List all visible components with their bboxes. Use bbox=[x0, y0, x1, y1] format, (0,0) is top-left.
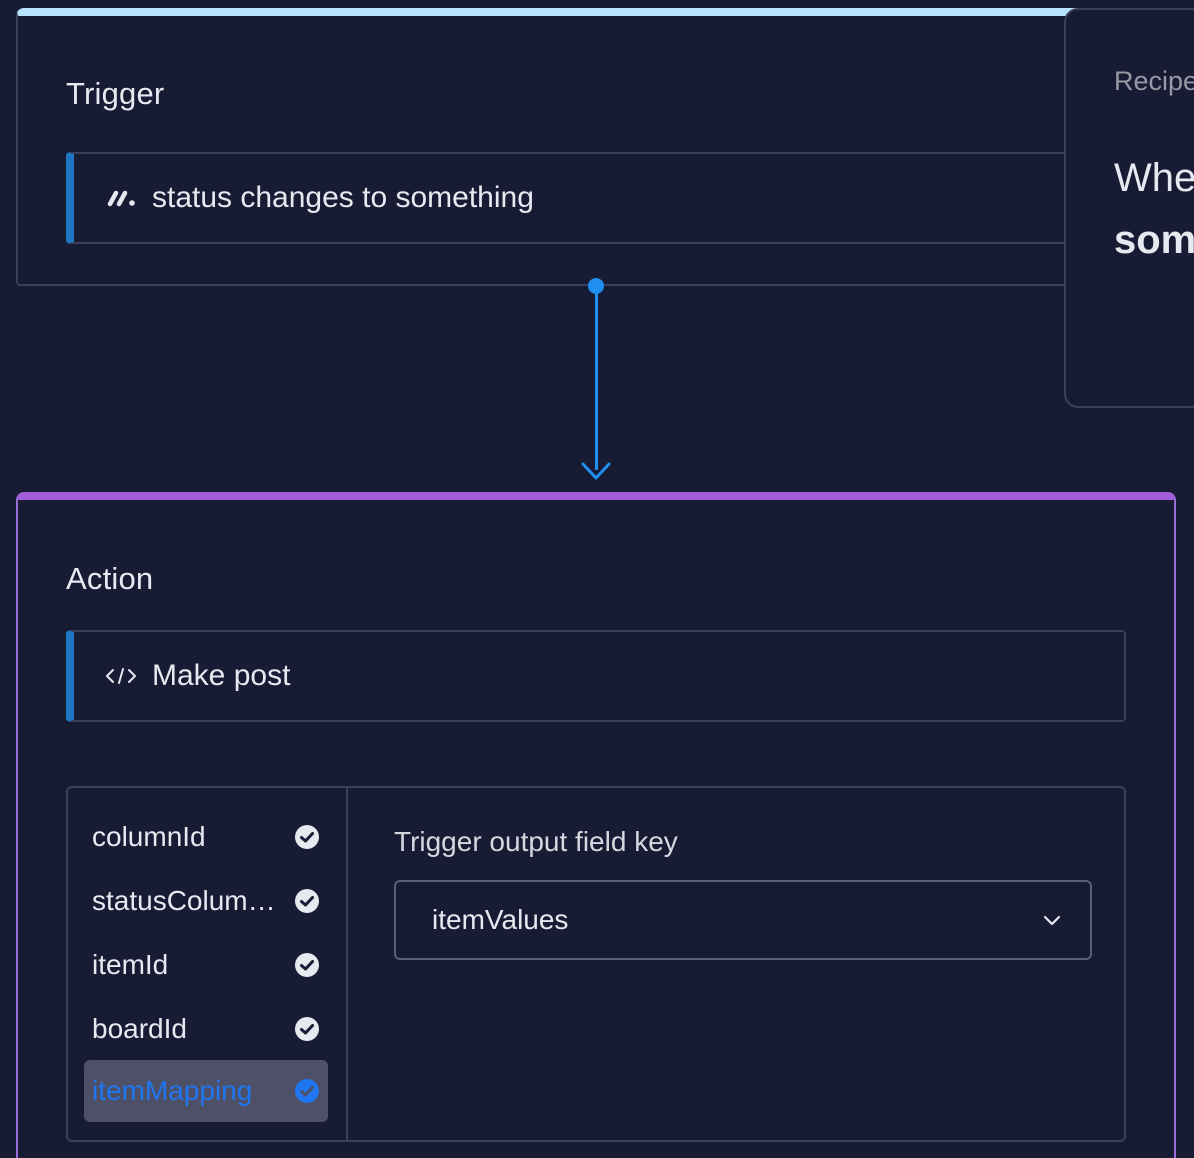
trigger-title: Trigger bbox=[66, 76, 165, 111]
code-icon bbox=[104, 659, 138, 693]
trigger-output-field-key-label: Trigger output field key bbox=[394, 826, 678, 857]
field-item-boardid[interactable]: boardId bbox=[84, 998, 328, 1060]
trigger-card[interactable]: Trigger status changes to something bbox=[16, 8, 1126, 286]
field-detail: Trigger output field key itemValues bbox=[346, 788, 1124, 1140]
recipe-card: Recipe When something bbox=[1064, 8, 1194, 408]
check-circle-icon bbox=[295, 953, 319, 977]
check-circle-icon bbox=[295, 1017, 319, 1041]
action-title: Action bbox=[66, 561, 154, 596]
trigger-selector-text: status changes to something bbox=[152, 181, 534, 214]
check-circle-icon bbox=[295, 825, 319, 849]
connector-line bbox=[595, 290, 598, 470]
check-circle-icon bbox=[295, 889, 319, 913]
field-item-columnid[interactable]: columnId bbox=[84, 806, 328, 868]
field-label: itemId bbox=[92, 949, 169, 980]
action-selector-text: Make post bbox=[152, 659, 291, 692]
field-label: boardId bbox=[92, 1013, 187, 1044]
field-label: statusColumnValue bbox=[92, 885, 288, 916]
field-list: columnId statusColumnValue itemId bbox=[68, 788, 348, 1140]
field-mapping-panel: columnId statusColumnValue itemId bbox=[66, 786, 1126, 1142]
action-card[interactable]: Action Make post columnId bbox=[16, 492, 1176, 1158]
arrow-down-icon bbox=[581, 462, 611, 480]
field-item-itemid[interactable]: itemId bbox=[84, 934, 328, 996]
trigger-output-field-select[interactable]: itemValues bbox=[394, 880, 1092, 960]
field-label: itemMapping bbox=[92, 1075, 253, 1106]
field-label: columnId bbox=[92, 821, 206, 852]
field-item-statuscolumnvalue[interactable]: statusColumnValue bbox=[84, 870, 328, 932]
connector-dot bbox=[588, 278, 604, 294]
recipe-sentence-line1: When bbox=[1114, 156, 1194, 200]
field-item-itemmapping[interactable]: itemMapping bbox=[84, 1060, 328, 1122]
trigger-selector[interactable]: status changes to something bbox=[66, 152, 1126, 244]
monday-logo-icon bbox=[104, 181, 138, 215]
check-circle-icon bbox=[295, 1079, 319, 1103]
recipe-label: Recipe bbox=[1114, 66, 1194, 96]
select-value: itemValues bbox=[432, 904, 569, 935]
chevron-down-icon bbox=[1043, 915, 1061, 926]
action-selector[interactable]: Make post bbox=[66, 630, 1126, 722]
recipe-sentence-line2: something bbox=[1114, 218, 1194, 262]
